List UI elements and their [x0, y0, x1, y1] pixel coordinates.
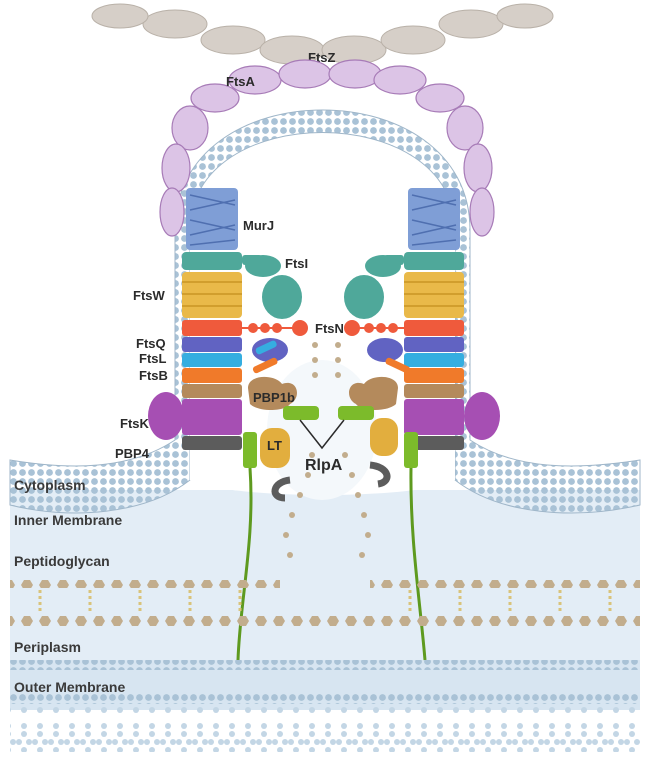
ftsn-label: FtsN [315, 321, 344, 336]
ftsq-right-head [367, 338, 403, 362]
ftsi-right-tm [404, 252, 464, 270]
ftsb-right-tm [404, 368, 464, 383]
rlpa-right-tm [404, 432, 418, 468]
lt-right [370, 418, 398, 456]
ftsi-left-head [245, 255, 281, 277]
ftsq-label: FtsQ [136, 336, 166, 351]
periplasm-label: Periplasm [14, 639, 81, 655]
ftsl-left-tm [182, 353, 242, 367]
outer-membrane-bottom-leaflet [10, 694, 640, 704]
ftsb-left-tm [182, 368, 242, 383]
ftsi-left-tm [182, 252, 242, 270]
ftsw-left [182, 272, 242, 318]
rlpa-left-arm [283, 406, 319, 420]
ftsn-left-tm [182, 320, 242, 336]
ftsk-label: FtsK [120, 416, 150, 431]
ftsn-right-tm [404, 320, 464, 336]
peptidoglycan-band-bottom [10, 614, 640, 628]
pbp1b-left-tm [182, 384, 242, 398]
ftsi-label: FtsI [285, 256, 308, 271]
ftsw-right [404, 272, 464, 318]
rlpa-right-arm [338, 406, 374, 420]
lps-layer [10, 706, 640, 752]
ftsl-right-tm [404, 353, 464, 367]
ftsq-left-tm [182, 337, 242, 352]
peptidoglycan-band-top [10, 574, 280, 588]
ftsk-left-tm [182, 399, 242, 435]
ftsw-label: FtsW [133, 288, 166, 303]
inner-membrane-label: Inner Membrane [14, 512, 122, 528]
rlpa-left-tm [243, 432, 257, 468]
ftsk-right-tm [404, 399, 464, 435]
pbp1b-right-tm [404, 384, 464, 398]
pbp4-label: PBP4 [115, 446, 150, 461]
peptidoglycan-label: Peptidoglycan [14, 553, 110, 569]
pbp1b-label: PBP1b [253, 390, 295, 405]
lt-label: LT [267, 438, 282, 453]
pbp4-left [182, 436, 242, 450]
ftsk-left-body [148, 392, 184, 440]
cytoplasm-label: Cytoplasm [14, 477, 86, 493]
ftsk-right-body [464, 392, 500, 440]
murj-label: MurJ [243, 218, 274, 233]
ftsl-label: FtsL [139, 351, 167, 366]
ftsq-right-tm [404, 337, 464, 352]
ftsa-label: FtsA [226, 74, 256, 89]
rlpa-label: RlpA [305, 457, 343, 474]
murj-right [408, 188, 460, 250]
ftsi-right-head [365, 255, 401, 277]
outer-membrane-top-leaflet [10, 660, 640, 670]
outer-membrane-label: Outer Membrane [14, 679, 125, 695]
murj-left [186, 188, 238, 250]
ftsi-left-body [262, 275, 302, 319]
ftsi-right-body [344, 275, 384, 319]
ftsb-label: FtsB [139, 368, 168, 383]
peptidoglycan-band-top-right [370, 574, 640, 588]
